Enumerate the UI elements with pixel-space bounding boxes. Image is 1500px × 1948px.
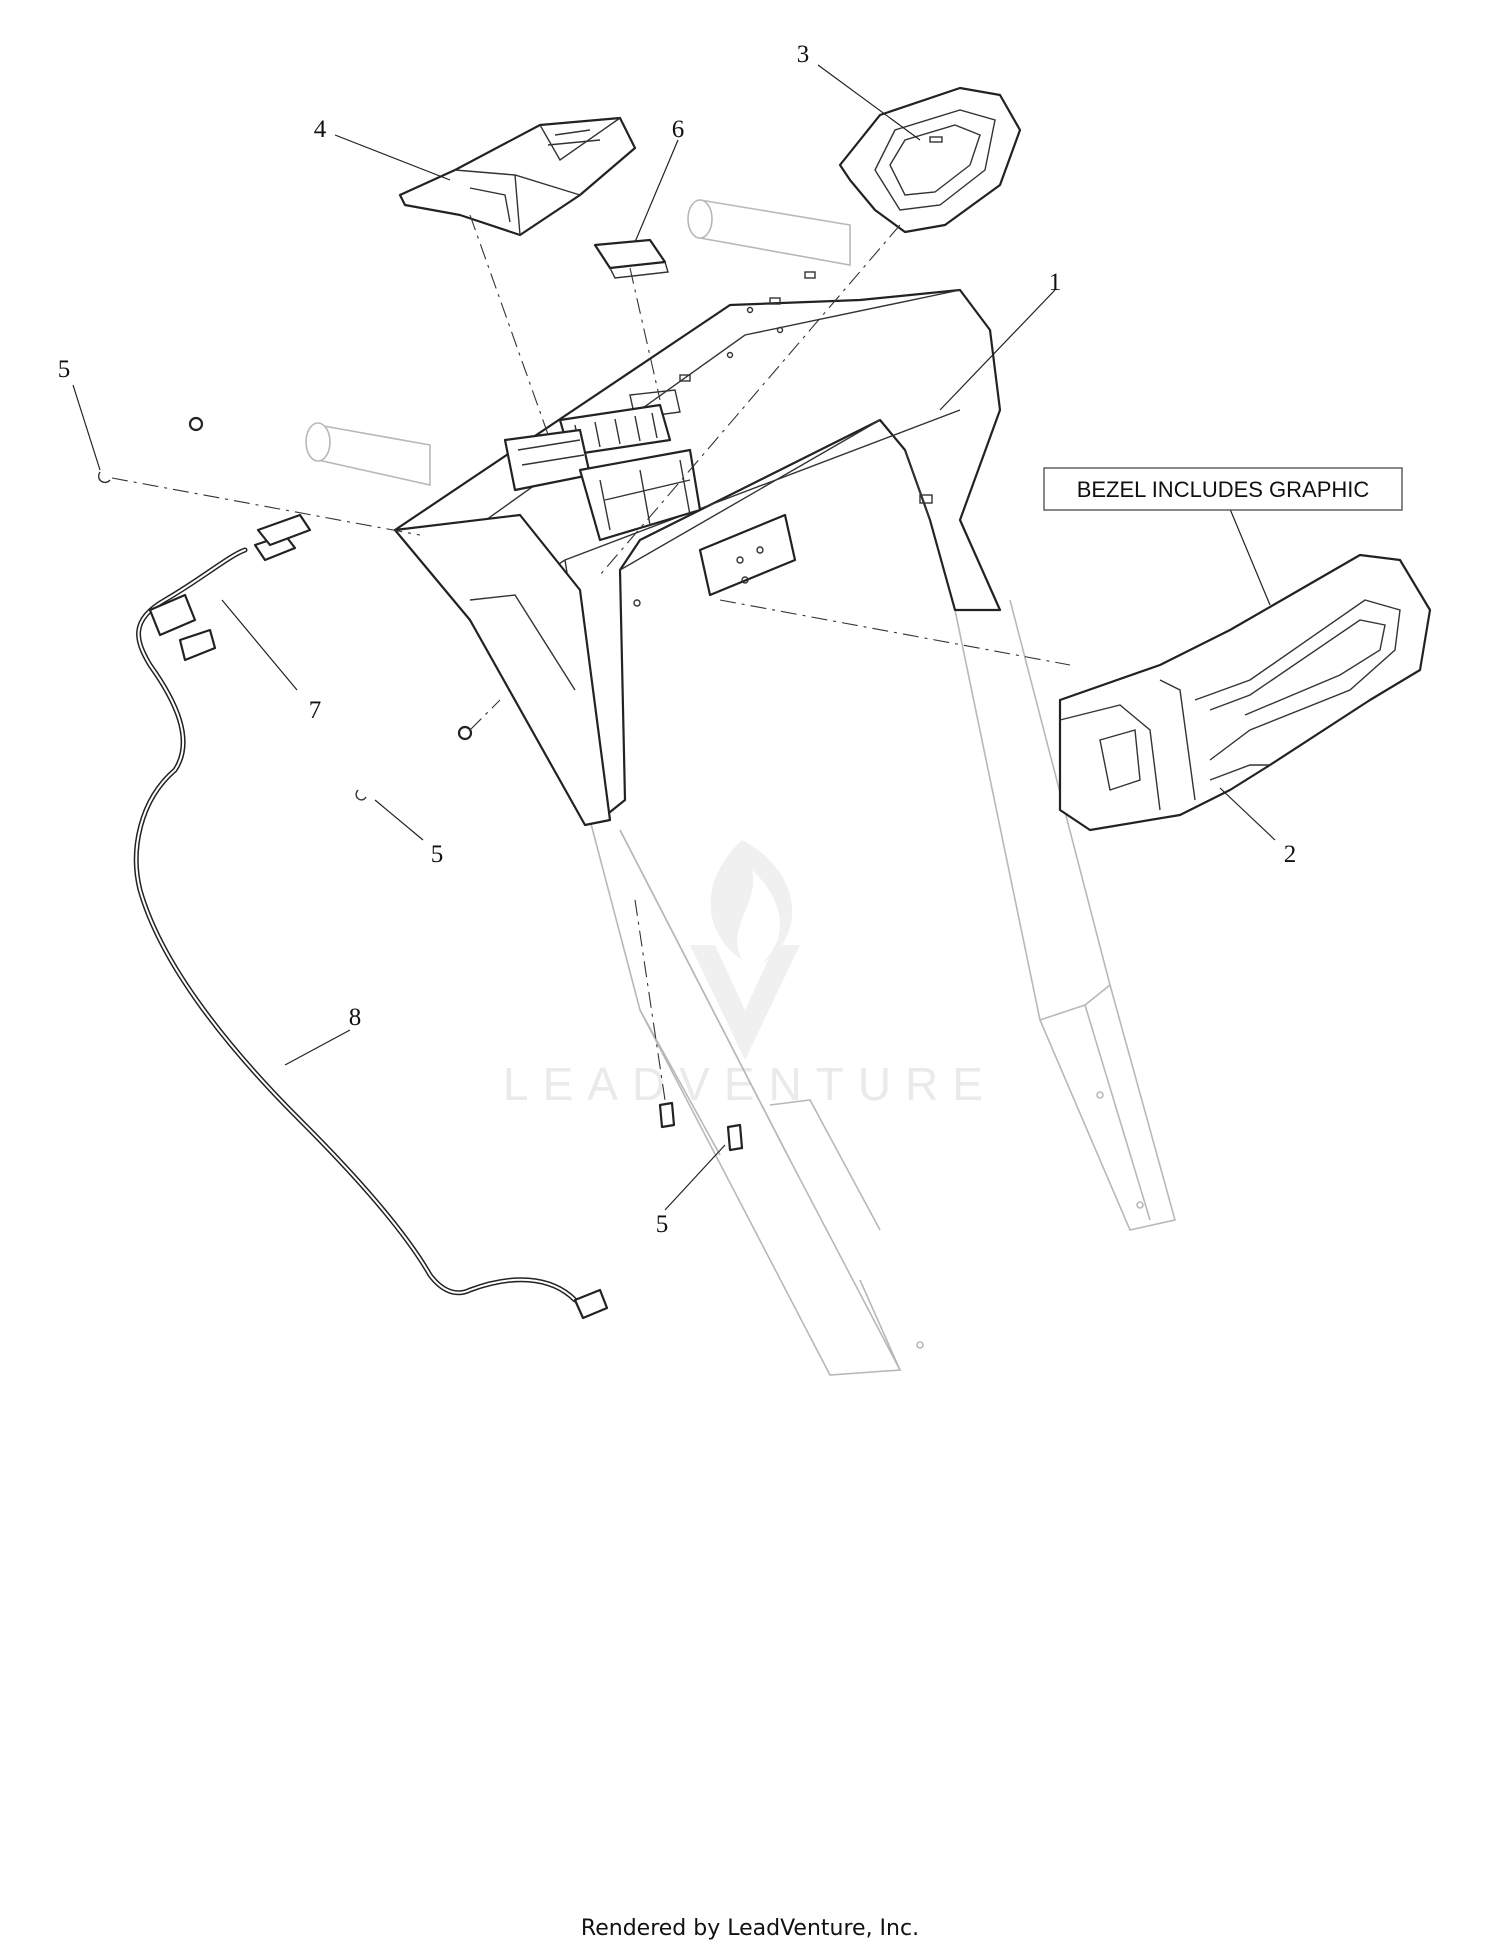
note-box xyxy=(1043,467,1403,511)
callout-5a: 5 xyxy=(58,356,71,383)
assembly-lines xyxy=(111,214,1071,1101)
handle-tubes xyxy=(305,199,1176,1376)
note-text: BEZEL INCLUDES GRAPHIC xyxy=(1077,477,1370,502)
watermark-text: LEADVENTURE xyxy=(503,1058,997,1110)
callout-6: 6 xyxy=(672,116,685,143)
clip-icon xyxy=(98,471,111,484)
callout-4: 4 xyxy=(314,116,327,143)
part-1-handle-panel xyxy=(393,271,1002,827)
callouts: 1 2 3 4 5 5 5 6 7 8 xyxy=(58,41,1297,1238)
callout-2: 2 xyxy=(1284,841,1297,868)
part-7-8-harness xyxy=(133,513,609,1320)
screw-icon xyxy=(658,1101,676,1129)
callout-5b: 5 xyxy=(431,841,444,868)
callout-3: 3 xyxy=(797,41,810,68)
callout-5c: 5 xyxy=(656,1211,669,1238)
fasteners xyxy=(98,416,744,1152)
callout-1: 1 xyxy=(1049,269,1062,296)
watermark-logo: LEADVENTURE xyxy=(503,840,997,1110)
callout-8: 8 xyxy=(349,1004,362,1031)
screw-icon xyxy=(188,416,204,432)
bezel-note: BEZEL INCLUDES GRAPHIC xyxy=(1043,467,1403,511)
part-4-top-cover xyxy=(398,116,637,237)
watermark-v-icon xyxy=(690,945,800,1060)
part-6-cap xyxy=(593,238,669,279)
watermark-flame-icon xyxy=(710,840,793,965)
part-2-large-bezel xyxy=(1058,553,1432,832)
render-credit: Rendered by LeadVenture, Inc. xyxy=(581,1916,919,1941)
clip-icon xyxy=(355,789,367,801)
callout-7: 7 xyxy=(309,697,322,724)
part-3-small-bezel xyxy=(838,86,1022,234)
screw-icon xyxy=(457,725,473,741)
leader-lines xyxy=(72,64,1276,1211)
screw-icon xyxy=(726,1123,744,1152)
